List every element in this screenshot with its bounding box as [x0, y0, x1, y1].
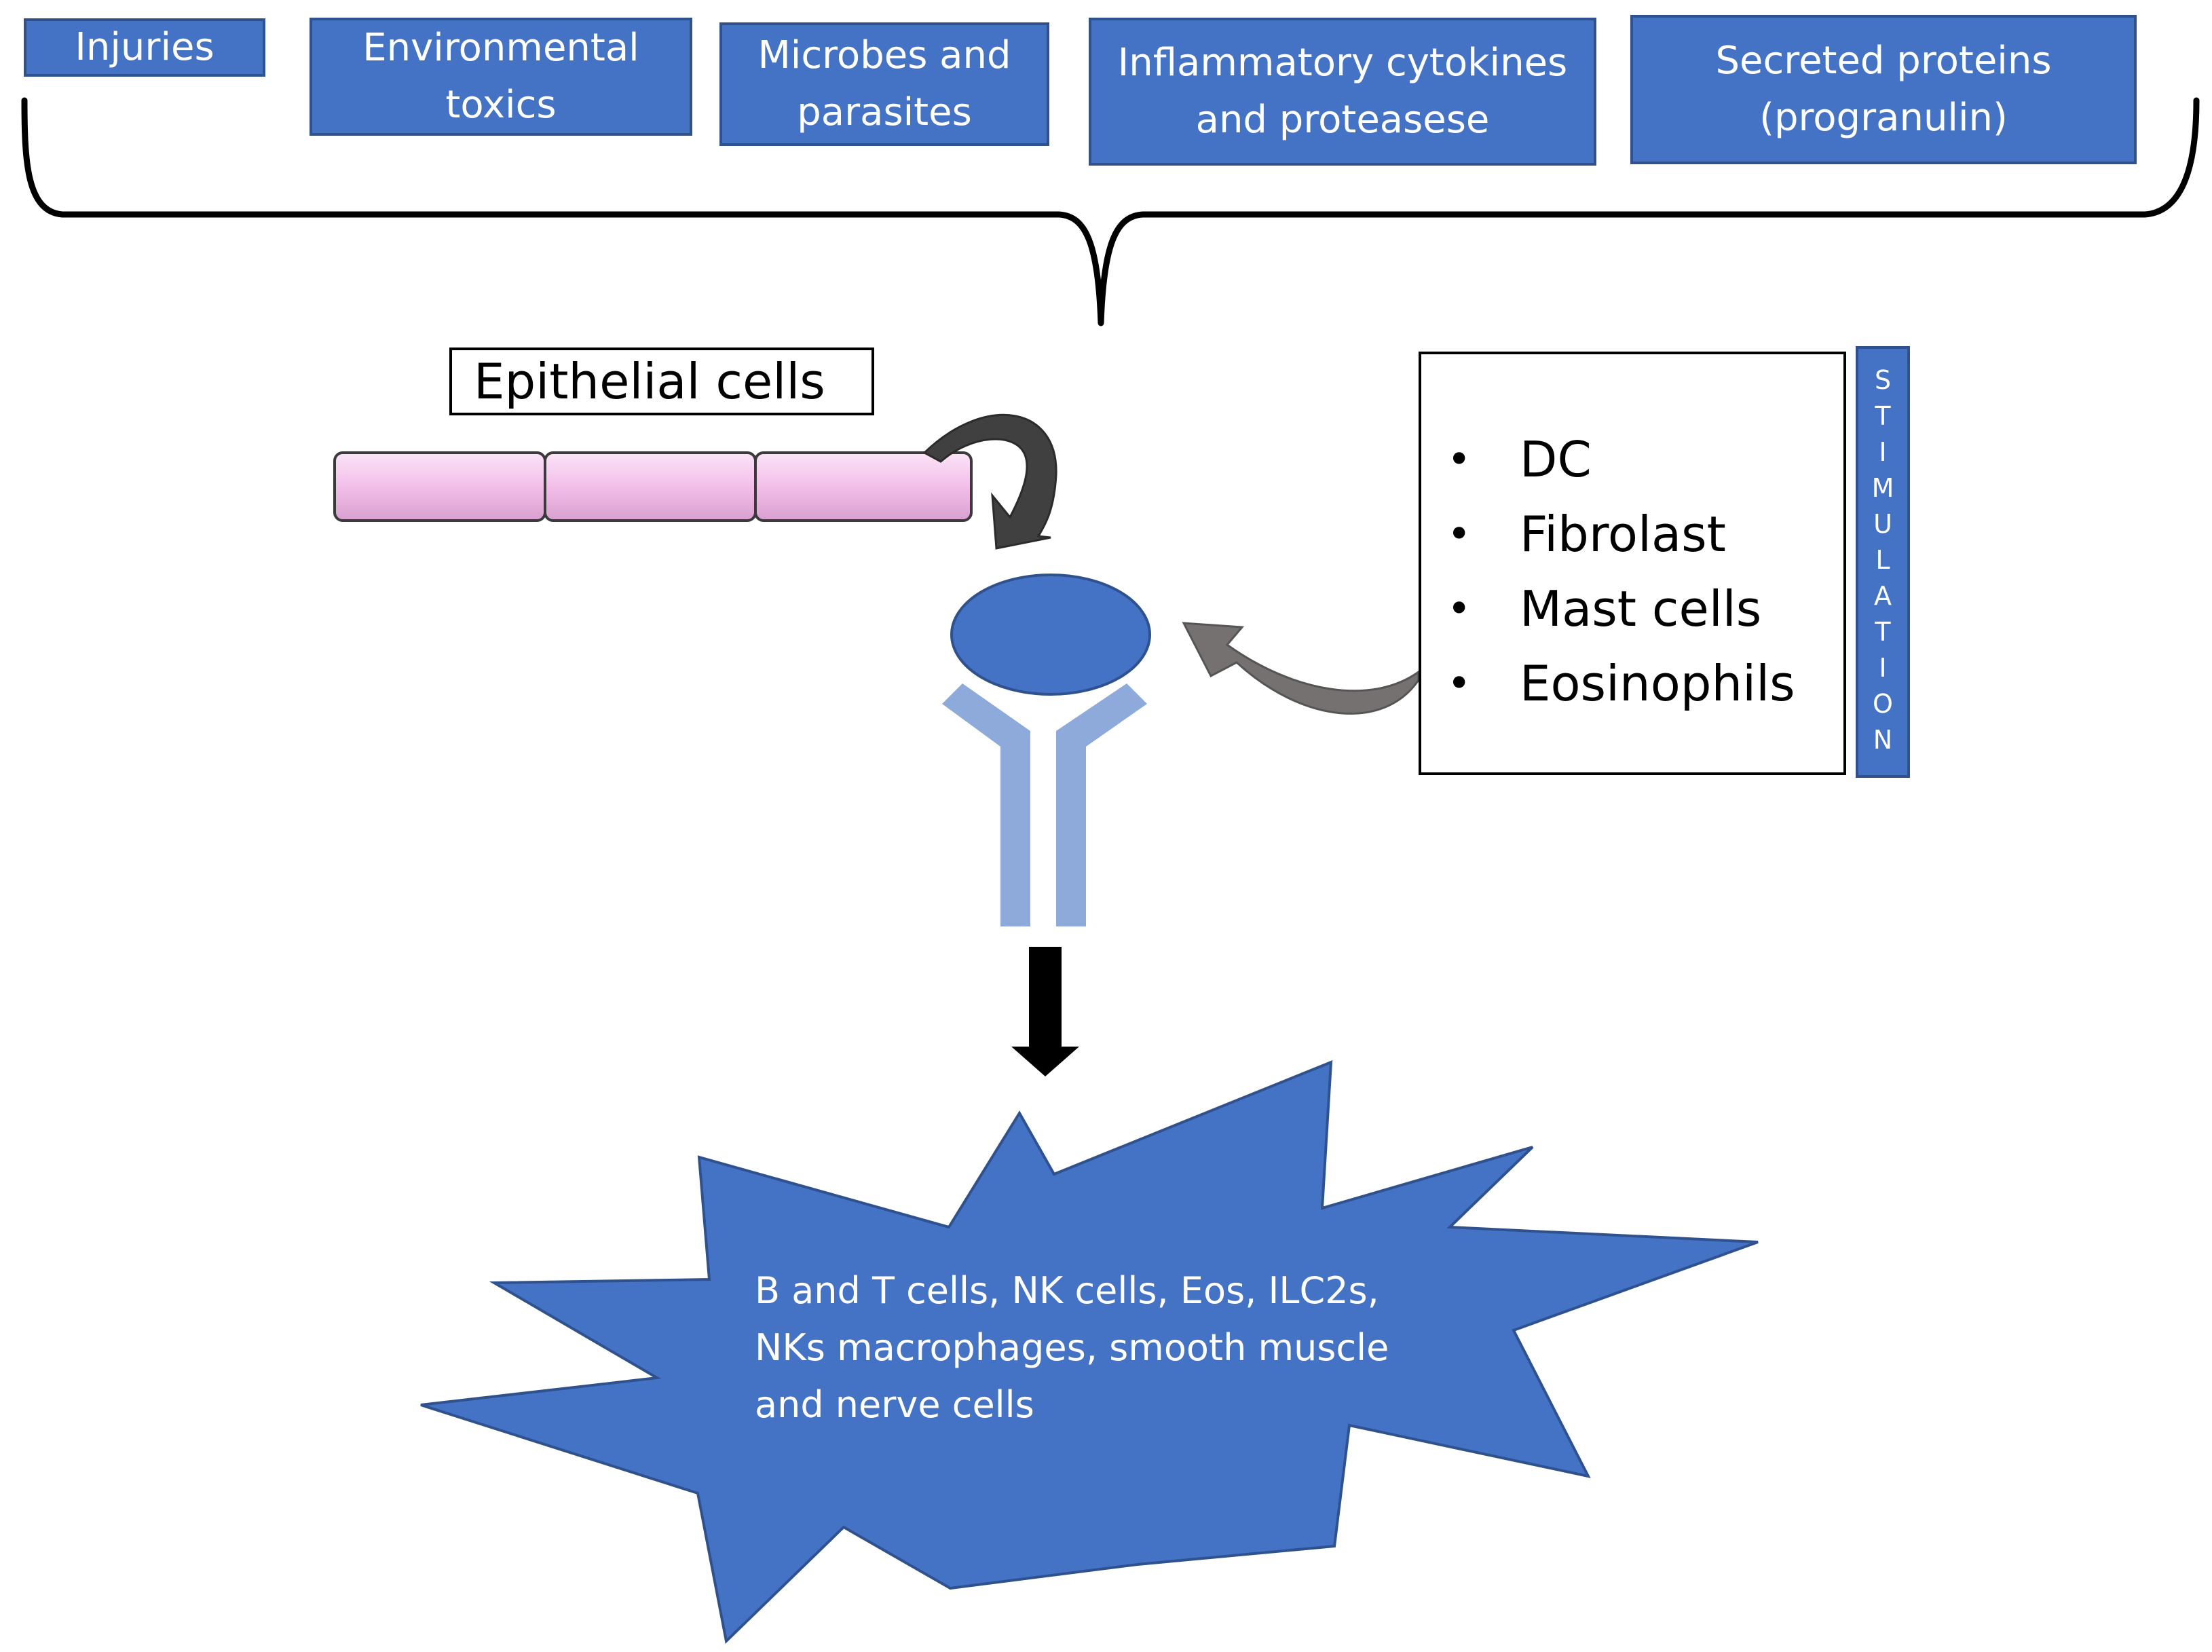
stimulus-box-injuries: Injuries — [24, 18, 265, 77]
cell-type-label: Eosinophils — [1520, 655, 1795, 712]
stimulation-letter: T — [1875, 401, 1891, 431]
stimulation-letter: I — [1879, 653, 1887, 683]
epithelial-cell — [544, 451, 757, 522]
stimulation-letter: U — [1873, 509, 1892, 539]
stimulation-letter: I — [1879, 437, 1887, 467]
grouping-brace — [21, 97, 2200, 326]
list-item: • Eosinophils — [1421, 646, 1843, 721]
stimulus-box-secreted-proteins: Secreted proteins (progranulin) — [1630, 15, 2137, 164]
target-cells-burst — [420, 1059, 1759, 1645]
down-arrow — [1011, 947, 1079, 1076]
cell-type-label: Fibrolast — [1520, 506, 1726, 563]
stimulus-box-inflammatory-cytokines: Inflammatory cytokines and proteasese — [1089, 18, 1596, 166]
stimulation-letter: A — [1874, 581, 1892, 611]
stimulus-box-environmental-toxics: Environmental toxics — [310, 18, 692, 136]
cell-type-label: DC — [1520, 431, 1592, 488]
epithelial-layer — [333, 451, 973, 522]
stimulation-letter: N — [1873, 725, 1893, 755]
cell-types-box: • DC • Fibrolast • Mast cells • Eosinophils — [1419, 352, 1846, 775]
stimulation-letter: O — [1873, 689, 1893, 719]
stimulation-letter: L — [1875, 545, 1890, 575]
list-item: • DC — [1421, 422, 1843, 497]
stimulus-box-microbes-parasites: Microbes and parasites — [719, 22, 1049, 146]
bullet: • — [1447, 585, 1471, 633]
stimulation-letter: S — [1874, 365, 1892, 395]
epithelium-to-ligand-arrow — [922, 413, 1057, 550]
bullet: • — [1447, 510, 1471, 558]
cells-to-ligand-arrow — [1182, 622, 1420, 715]
target-cells-text: B and T cells, NK cells, Eos, ILC2s, NKs… — [755, 1269, 1389, 1426]
cell-type-label: Mast cells — [1520, 580, 1762, 637]
list-item: • Mast cells — [1421, 571, 1843, 646]
epithelial-cell — [333, 451, 546, 522]
bullet: • — [1447, 660, 1471, 707]
cell-types-list: • DC • Fibrolast • Mast cells • Eosinophils — [1421, 422, 1843, 721]
stimulation-letter: M — [1871, 473, 1894, 503]
epithelial-cells-label: Epithelial cells — [449, 348, 874, 415]
receptor-icon — [942, 683, 1147, 926]
epithelial-cell — [754, 451, 973, 522]
stimulation-letter: T — [1875, 617, 1891, 647]
list-item: • Fibrolast — [1421, 497, 1843, 571]
bullet: • — [1447, 436, 1471, 483]
ligand-ellipse — [950, 574, 1151, 696]
stimulation-bar: S T I M U L A T I O N — [1856, 346, 1910, 778]
